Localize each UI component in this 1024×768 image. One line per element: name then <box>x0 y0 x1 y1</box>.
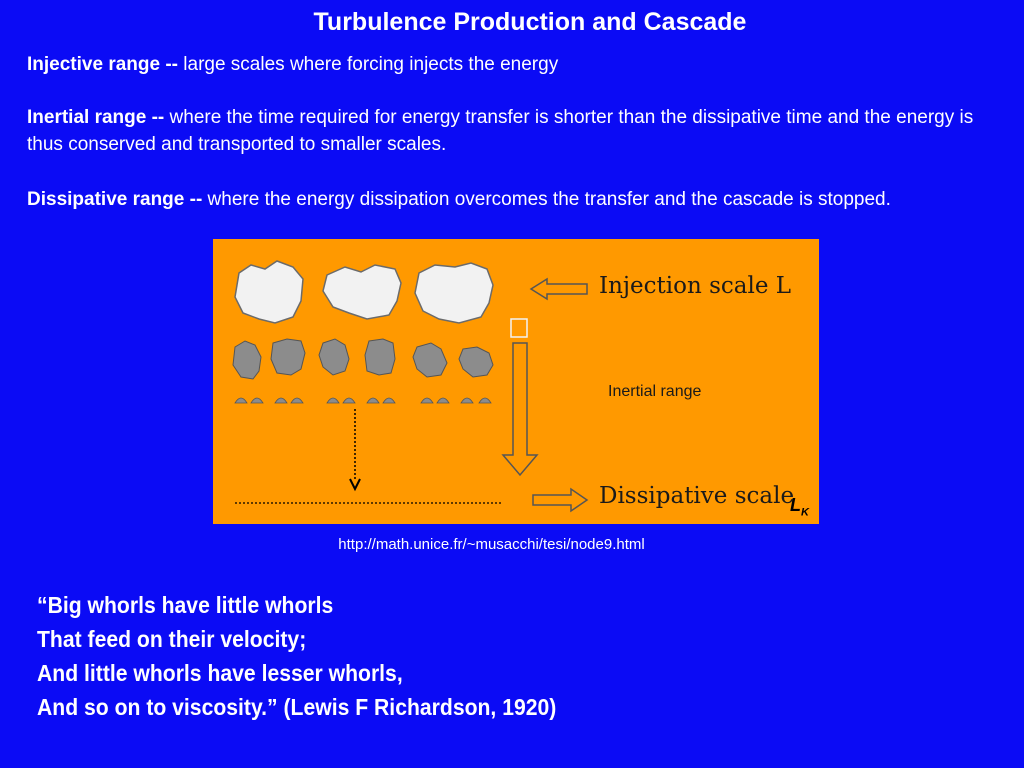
energy-cascade-figure: Injection scale L Inertial range Dissipa… <box>213 239 819 524</box>
small-eddy-10 <box>436 397 450 404</box>
quote-line-2: That feed on their velocity; <box>37 626 307 652</box>
kolmogorov-scale-symbol: LK <box>790 495 809 519</box>
quote-line-4: And so on to viscosity.” (Lewis F Richar… <box>37 694 557 720</box>
small-eddies <box>234 397 492 404</box>
source-url: http://math.unice.fr/~musacchi/tesi/node… <box>338 536 645 553</box>
cascade-diagram <box>232 260 589 513</box>
scale-marker-square <box>510 318 528 338</box>
large-eddy-1 <box>234 260 304 324</box>
medium-eddy-6 <box>458 346 494 378</box>
small-eddy-12 <box>478 397 492 404</box>
medium-eddy-3 <box>318 338 350 376</box>
inertial-range-text: where the time required for energy trans… <box>27 107 974 155</box>
richardson-quote: “Big whorls have little whorls That feed… <box>37 588 865 724</box>
small-eddy-3 <box>274 397 288 404</box>
inertial-range-label: Inertial range <box>608 383 702 400</box>
small-eddy-8 <box>382 397 396 404</box>
injective-range-paragraph: Injective range -- large scales where fo… <box>27 51 987 78</box>
injective-range-term: Injective range -- <box>27 54 178 75</box>
small-eddy-5 <box>326 397 340 404</box>
small-eddy-7 <box>366 397 380 404</box>
cascade-down-arrow <box>349 409 361 492</box>
medium-eddy-5 <box>412 342 448 378</box>
dissipative-arrow-icon <box>532 487 589 513</box>
small-eddy-11 <box>460 397 474 404</box>
small-eddy-1 <box>234 397 248 404</box>
inertial-range-paragraph: Inertial range -- where the time require… <box>27 104 987 158</box>
large-eddy-3 <box>414 262 494 324</box>
medium-eddies <box>232 338 494 380</box>
lk-symbol-letter: L <box>790 495 801 515</box>
dissipative-range-paragraph: Dissipative range -- where the energy di… <box>27 186 987 213</box>
slide-title: Turbulence Production and Cascade <box>313 8 747 36</box>
large-eddies <box>234 260 494 324</box>
quote-line-1: “Big whorls have little whorls <box>37 592 334 618</box>
inertial-range-arrow-icon <box>501 342 539 477</box>
medium-eddy-4 <box>364 338 396 376</box>
dissipative-range-term: Dissipative range -- <box>27 189 203 210</box>
injection-arrow-icon <box>529 277 588 301</box>
small-eddy-9 <box>420 397 434 404</box>
large-eddy-2 <box>322 264 402 320</box>
inertial-range-term: Inertial range -- <box>27 107 165 128</box>
dissipative-range-text: where the energy dissipation overcomes t… <box>202 189 891 210</box>
lk-symbol-subscript: K <box>801 506 809 519</box>
quote-line-3: And little whorls have lesser whorls, <box>37 660 403 686</box>
medium-eddy-2 <box>270 338 306 376</box>
injection-scale-label: Injection scale L <box>599 273 792 299</box>
small-eddy-6 <box>342 397 356 404</box>
dissipative-scale-label: Dissipative scale <box>599 483 795 509</box>
small-eddy-2 <box>250 397 264 404</box>
small-eddy-4 <box>290 397 304 404</box>
injective-range-text: large scales where forcing injects the e… <box>178 54 559 75</box>
medium-eddy-1 <box>232 340 262 380</box>
